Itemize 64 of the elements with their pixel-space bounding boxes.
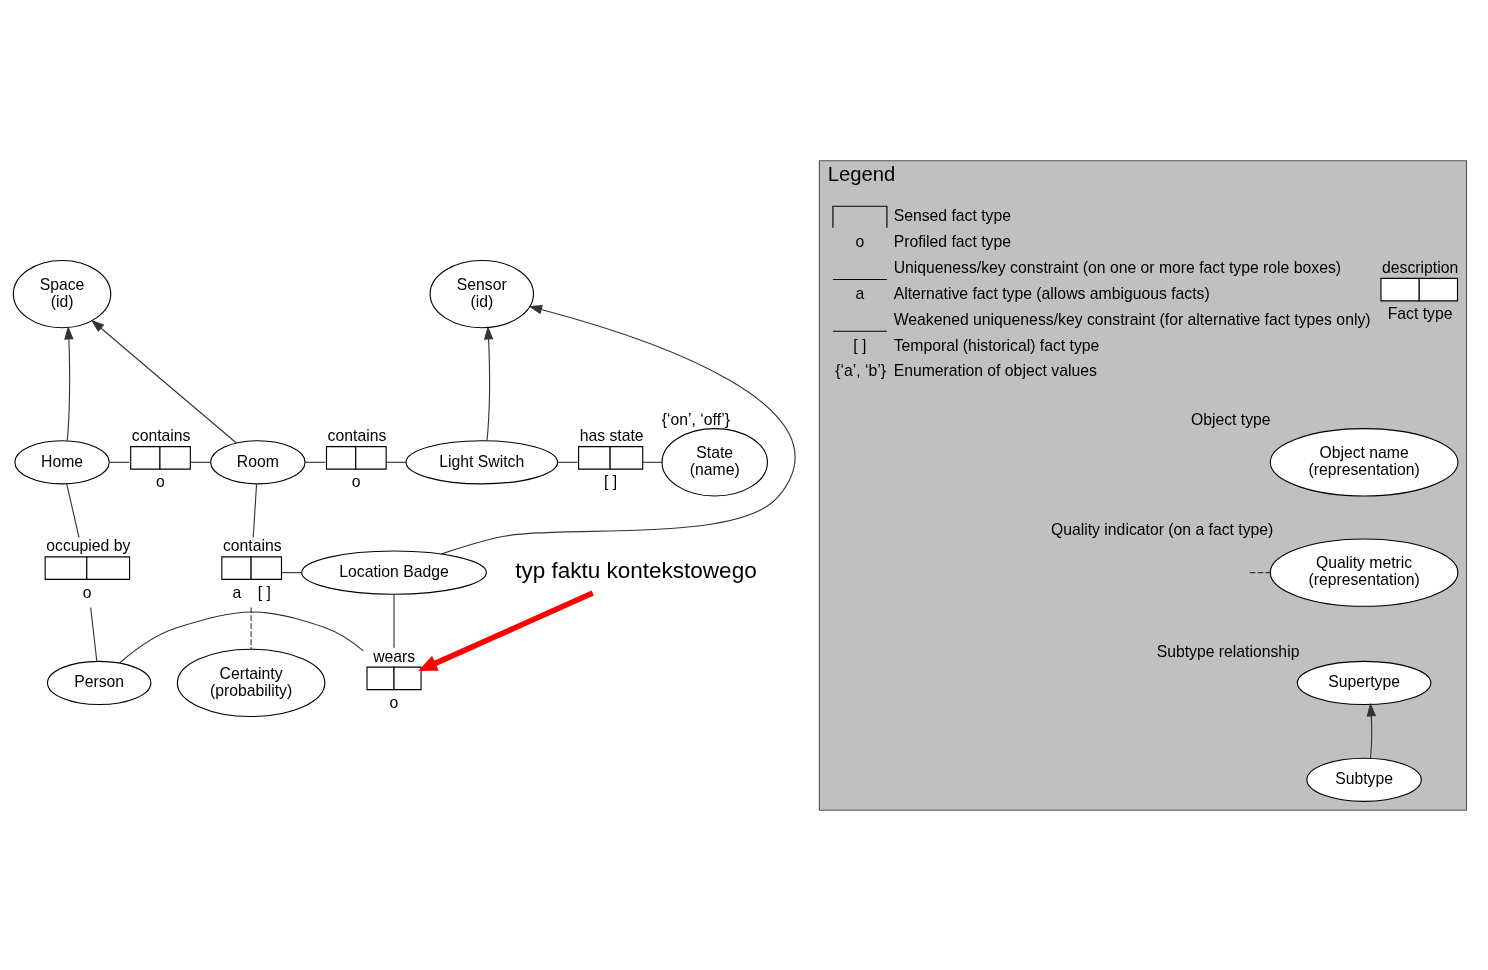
node-ellipse: Object name (representation) bbox=[1269, 427, 1458, 497]
connector bbox=[118, 610, 364, 664]
connector bbox=[385, 461, 407, 463]
arrow bbox=[483, 325, 493, 441]
connector bbox=[303, 461, 326, 463]
node-label: contains bbox=[327, 426, 386, 444]
node-label: o bbox=[351, 472, 361, 490]
node-ellipse: Light Switch bbox=[404, 439, 558, 484]
node-ellipse: Supertype bbox=[1296, 660, 1431, 705]
node-label: contains bbox=[222, 536, 282, 554]
connector bbox=[65, 482, 80, 538]
node-label: [ ] bbox=[603, 472, 617, 490]
node-ellipse: State (name) bbox=[660, 427, 768, 497]
node-ellipse: Space (id) bbox=[12, 259, 111, 328]
node-ellipse: Room bbox=[209, 439, 306, 484]
node-ellipse: Location Badge bbox=[300, 549, 487, 595]
node-label: {‘on’, ‘off’} bbox=[661, 410, 730, 428]
node-label: a bbox=[232, 583, 241, 601]
node-label: Object type bbox=[1190, 410, 1271, 428]
label: {‘a’, ‘b’} bbox=[834, 361, 886, 379]
connector bbox=[556, 461, 578, 463]
arrow bbox=[63, 325, 74, 441]
legend-label: Enumeration of object values bbox=[893, 361, 1097, 379]
node-label: contains bbox=[131, 426, 190, 444]
connector bbox=[392, 593, 395, 648]
node-ellipse: Certainty (probability) bbox=[176, 648, 325, 717]
node-label: Quality indicator (on a fact type) bbox=[1050, 520, 1273, 538]
connector bbox=[89, 606, 97, 662]
node-label: occupied by bbox=[45, 536, 130, 554]
node-text: typ faktu kontekstowego bbox=[514, 557, 757, 583]
connector bbox=[189, 461, 211, 463]
arrow bbox=[1366, 702, 1376, 759]
node-ellipse: Sensor (id) bbox=[429, 259, 534, 328]
node-label: o bbox=[82, 583, 92, 601]
legend-label: Alternative fact type (allows ambiguous facts) bbox=[893, 284, 1210, 302]
arrow bbox=[439, 304, 796, 555]
connector bbox=[641, 461, 663, 463]
label: [ ] bbox=[852, 336, 866, 354]
connector bbox=[108, 461, 130, 463]
legend-label: Uniqueness/key constraint (on one or more fact type role boxes) bbox=[893, 258, 1341, 276]
legend-label: Weakened uniqueness/key constraint (for alternative fact types only) bbox=[893, 310, 1371, 328]
arrow bbox=[417, 589, 594, 671]
node-ellipse: Home bbox=[13, 439, 110, 484]
legend-label: Temporal (historical) fact type bbox=[893, 336, 1099, 354]
node-label: Fact type bbox=[1387, 304, 1452, 322]
arrow bbox=[90, 319, 237, 444]
node-label: description bbox=[1381, 258, 1458, 276]
label: o bbox=[854, 232, 864, 250]
connector bbox=[280, 571, 302, 573]
connector bbox=[252, 483, 257, 538]
node-label: Subtype relationship bbox=[1156, 642, 1299, 660]
node-ellipse: Quality metric (representation) bbox=[1269, 537, 1458, 607]
node-ellipse: Subtype bbox=[1305, 757, 1422, 802]
node-label: has state bbox=[579, 426, 644, 444]
node-label: [ ] bbox=[257, 583, 271, 601]
legend-label: Profiled fact type bbox=[893, 232, 1011, 250]
connector bbox=[250, 606, 252, 650]
connector bbox=[1248, 571, 1270, 573]
node-ellipse: Person bbox=[46, 660, 151, 705]
node-label: o bbox=[389, 693, 398, 711]
node-label: wears bbox=[372, 647, 415, 665]
node-label: o bbox=[155, 472, 165, 490]
label: a bbox=[854, 284, 864, 302]
legend-label: Sensed fact type bbox=[893, 206, 1011, 224]
